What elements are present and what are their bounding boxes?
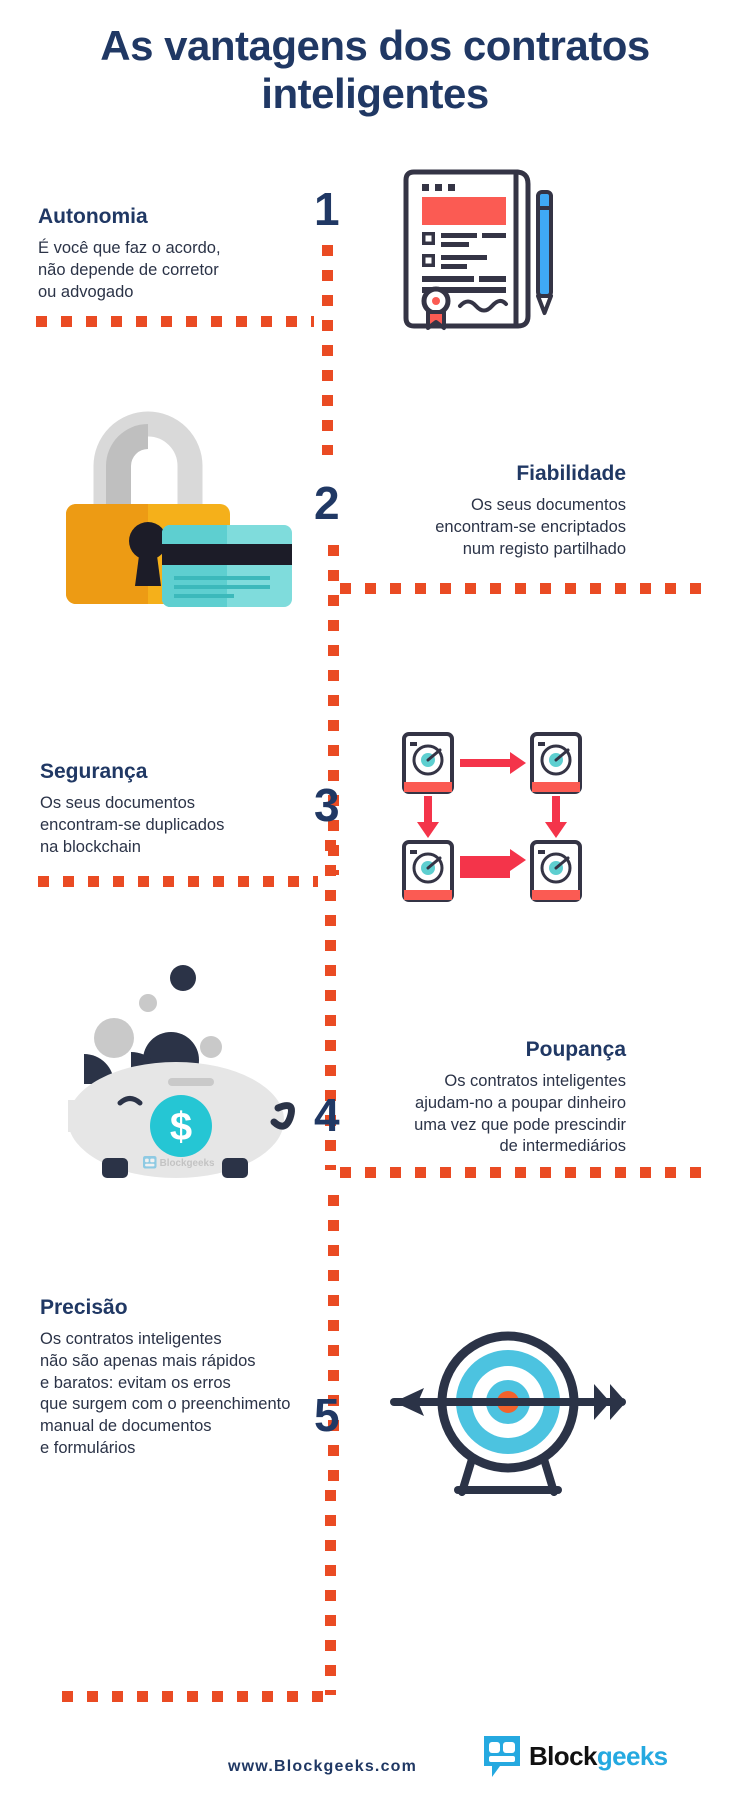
connector-step2-to-step3-vertical bbox=[328, 545, 339, 875]
logo-text-geeks: geeks bbox=[596, 1741, 668, 1771]
step-body-fiabilidade: Os seus documentos encontram-se encripta… bbox=[435, 496, 626, 558]
step-block-4: Poupança Os contratos inteligentes ajuda… bbox=[356, 1038, 626, 1158]
connector-step5-horizontal bbox=[62, 1691, 332, 1702]
step-block-5: Precisão Os contratos inteligentes não s… bbox=[40, 1296, 330, 1460]
step-heading-autonomia: Autonomia bbox=[38, 205, 148, 228]
step-body-seguranca: Os seus documentos encontram-se duplicad… bbox=[40, 794, 225, 856]
step-number-5: 5 bbox=[314, 1389, 340, 1441]
step-number-3: 3 bbox=[314, 779, 340, 831]
connector-step1-to-step2-vertical bbox=[322, 245, 333, 455]
connector-step3-to-step4-vertical bbox=[325, 840, 336, 1170]
contract-document-icon bbox=[398, 168, 558, 338]
step-block-3: Segurança Os seus documentos encontram-s… bbox=[40, 760, 300, 858]
footer-url[interactable]: www.Blockgeeks.com bbox=[228, 1758, 418, 1775]
step-body-poupanca: Os contratos inteligentes ajudam-no a po… bbox=[414, 1072, 626, 1156]
step-heading-seguranca: Segurança bbox=[40, 760, 148, 783]
step-number-1: 1 bbox=[314, 183, 340, 235]
target-bullseye-arrow-icon bbox=[378, 1296, 638, 1496]
step-block-1: Autonomia É você que faz o acordo, não d… bbox=[38, 205, 308, 303]
step-heading-poupanca: Poupança bbox=[525, 1038, 626, 1061]
connector-step1-horizontal bbox=[36, 316, 314, 327]
step-block-2: Fiabilidade Os seus documentos encontram… bbox=[380, 462, 626, 560]
step-body-precisao: Os contratos inteligentes não são apenas… bbox=[40, 1330, 291, 1457]
blockgeeks-wordmark: Blockgeeks bbox=[529, 1743, 668, 1769]
step-heading-fiabilidade: Fiabilidade bbox=[516, 462, 626, 485]
piggy-coin-symbol: $ bbox=[170, 1105, 192, 1149]
step-number-2: 2 bbox=[314, 477, 340, 529]
server-replication-icon bbox=[398, 730, 588, 905]
step-heading-precisao: Precisão bbox=[40, 1296, 128, 1319]
connector-step4-to-step5-vertical bbox=[328, 1195, 339, 1495]
padlock-credit-card-icon bbox=[58, 408, 298, 608]
connector-step2-horizontal bbox=[340, 583, 714, 594]
svg-text:Blockgeeks: Blockgeeks bbox=[160, 1158, 215, 1169]
connector-step3-horizontal bbox=[38, 876, 318, 887]
step-body-autonomia: É você que faz o acordo, não depende de … bbox=[38, 239, 221, 301]
connector-step4-horizontal bbox=[340, 1167, 714, 1178]
page-title: As vantagens dos contratos inteligentes bbox=[100, 22, 650, 118]
blockgeeks-speech-bubble-icon bbox=[482, 1734, 522, 1778]
piggy-bank-icon: $ Blockgeeks bbox=[48, 960, 308, 1180]
logo-text-block: Block bbox=[529, 1741, 597, 1771]
blockgeeks-logo[interactable]: Blockgeeks bbox=[482, 1734, 668, 1778]
step-number-4: 4 bbox=[314, 1089, 340, 1141]
connector-step5-vertical-stub bbox=[325, 1490, 336, 1695]
